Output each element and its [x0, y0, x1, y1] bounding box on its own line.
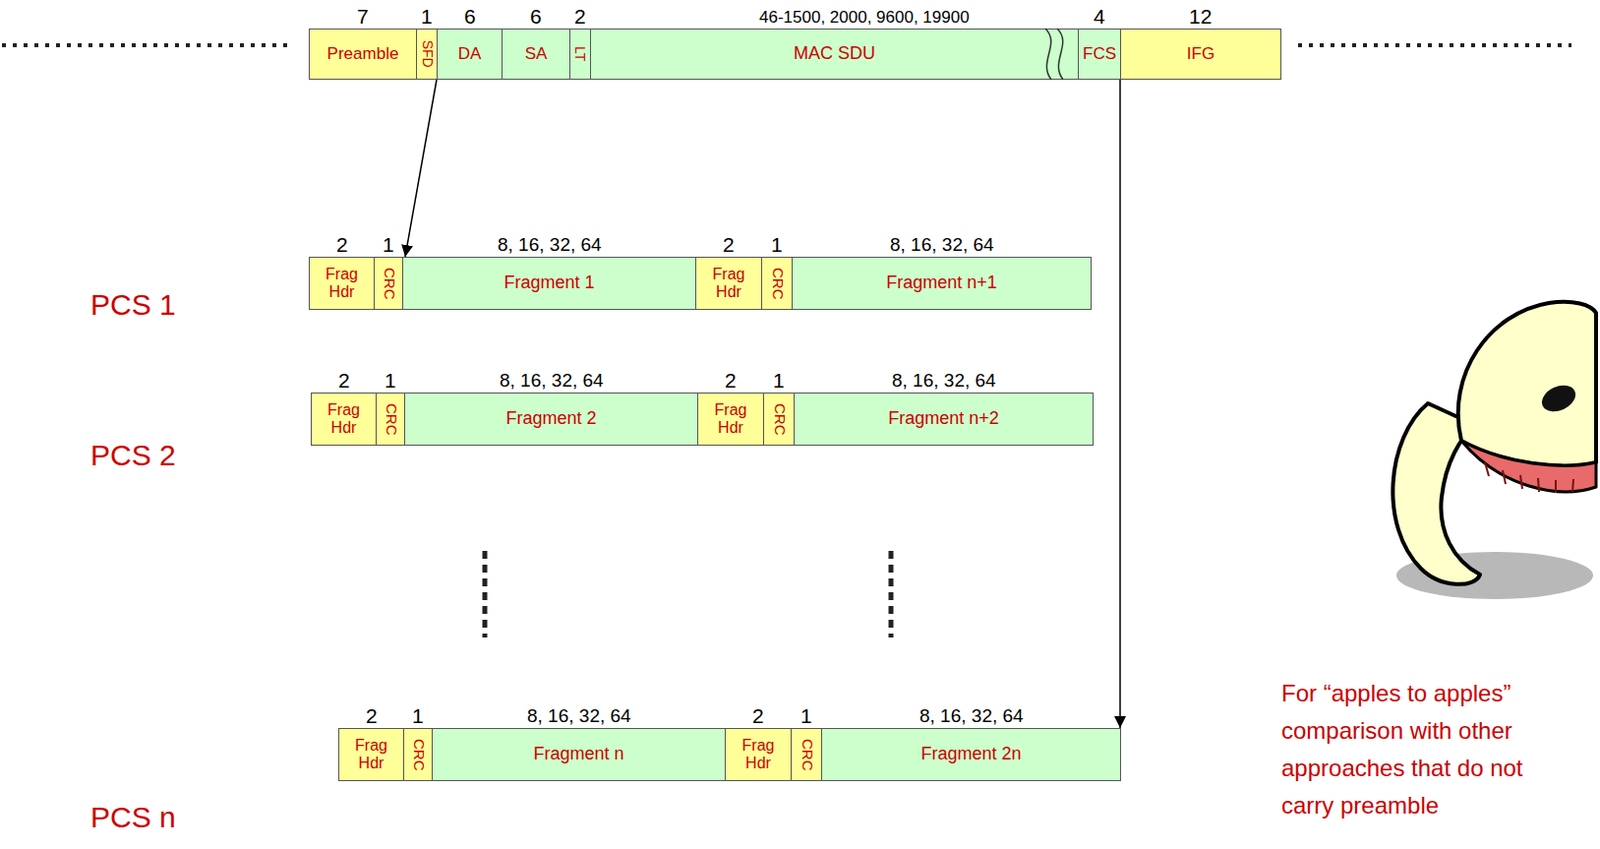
- break-line: [1045, 28, 1052, 80]
- field-text: CRC: [770, 403, 788, 436]
- field-text: Frag Hdr: [343, 736, 400, 771]
- byte-count: 8, 16, 32, 64: [889, 235, 995, 256]
- lane-label: PCS 1: [90, 288, 177, 321]
- byte-count: 2: [365, 704, 378, 727]
- field-text: Frag Hdr: [315, 401, 372, 436]
- byte-count: 1: [800, 704, 813, 727]
- byte-count: 8, 16, 32, 64: [499, 370, 604, 392]
- field-text: Fragment n+2: [888, 409, 1000, 429]
- crc-field: CRC: [373, 256, 404, 310]
- crc-field: CRC: [790, 727, 823, 781]
- field-text: Frag Hdr: [729, 736, 787, 771]
- fragment-header: Frag Hdr: [308, 256, 375, 310]
- byte-count: 8, 16, 32, 64: [497, 235, 602, 256]
- byte-count: 1: [770, 233, 783, 256]
- field-text: Fragment 2: [505, 409, 596, 429]
- continuation-dots: [1298, 43, 1572, 48]
- byte-count: 4: [1093, 4, 1106, 28]
- byte-count: 2: [338, 368, 351, 392]
- byte-count: 1: [412, 704, 424, 727]
- byte-count: 1: [382, 233, 395, 256]
- field-text: Frag Hdr: [700, 265, 758, 300]
- byte-count: 8, 16, 32, 64: [527, 706, 632, 727]
- byte-count: 8, 16, 32, 64: [891, 370, 997, 392]
- crc-field: CRC: [375, 392, 406, 446]
- field-text: CRC: [769, 267, 786, 300]
- apple-stripes: [1484, 462, 1574, 493]
- field-text: Frag Hdr: [702, 401, 760, 436]
- apple-seed: [1538, 380, 1581, 417]
- byte-count: 2: [752, 704, 765, 727]
- address-field: SA: [501, 28, 571, 80]
- apple-skin: [1461, 440, 1597, 492]
- field-text: Fragment 1: [503, 273, 594, 294]
- sfd-field: SFD: [415, 28, 438, 80]
- field-text: DA: [458, 45, 482, 64]
- field-text: Fragment n+1: [886, 273, 998, 294]
- field-text: CRC: [382, 403, 400, 436]
- field-text: SFD: [418, 40, 434, 68]
- crc-field: CRC: [763, 392, 795, 446]
- byte-count: 1: [384, 368, 397, 392]
- fragment-payload: Fragment n: [431, 727, 726, 781]
- crc-field: CRC: [761, 256, 793, 310]
- byte-count: 8, 16, 32, 64: [919, 706, 1024, 727]
- mapping-arrow: [405, 79, 437, 257]
- byte-count: 2: [336, 233, 349, 256]
- field-text: IFG: [1186, 45, 1215, 64]
- payload-field: MAC SDU: [590, 28, 1079, 80]
- lane-label: PCS 2: [90, 438, 177, 472]
- byte-count: 6: [464, 4, 476, 28]
- field-text: Preamble: [327, 45, 400, 64]
- gap-field: IFG: [1120, 28, 1282, 80]
- field-text: FCS: [1082, 45, 1117, 64]
- apple-body: [1458, 301, 1597, 467]
- crc-field: CRC: [403, 727, 433, 781]
- field-text: Fragment 2n: [920, 744, 1021, 765]
- byte-count: 12: [1188, 4, 1212, 28]
- byte-count: 2: [722, 233, 735, 256]
- fragment-header: Frag Hdr: [338, 727, 405, 781]
- field-text: Frag Hdr: [313, 265, 370, 300]
- note-text: For “apples to apples” comparison with o…: [1281, 674, 1567, 825]
- field-text: Fragment n: [533, 744, 624, 765]
- fragment-payload: Fragment n+1: [791, 256, 1092, 310]
- continuation-dots: [888, 550, 894, 638]
- continuation-dots: [1, 43, 290, 48]
- field-text: LT: [572, 46, 588, 61]
- fcs-field: FCS: [1077, 28, 1122, 80]
- byte-count: 2: [574, 4, 587, 28]
- fragment-payload: Fragment 1: [402, 256, 697, 310]
- lane-label: PCS n: [90, 800, 177, 833]
- preamble-field: Preamble: [308, 28, 417, 80]
- byte-count: 6: [530, 4, 542, 28]
- byte-count: 1: [420, 4, 433, 28]
- fragment-header: Frag Hdr: [695, 256, 763, 310]
- address-field: DA: [436, 28, 503, 80]
- byte-count: 2: [724, 368, 737, 392]
- field-text: MAC SDU: [793, 44, 876, 64]
- break-line: [1057, 28, 1064, 80]
- field-text: SA: [525, 45, 548, 64]
- byte-count: 46-1500, 2000, 9600, 19900: [759, 8, 970, 28]
- field-text: CRC: [798, 738, 816, 771]
- apple-cartoon: [1392, 301, 1597, 599]
- fragment-payload: Fragment n+2: [793, 392, 1094, 446]
- fragment-header: Frag Hdr: [697, 392, 765, 446]
- continuation-dots: [482, 550, 488, 638]
- byte-count: 7: [356, 4, 369, 28]
- fragment-header: Frag Hdr: [724, 727, 792, 781]
- field-text: CRC: [410, 738, 427, 771]
- break-symbol: [1041, 28, 1075, 80]
- mapping-arrow: [1119, 79, 1122, 728]
- fragment-payload: Fragment 2n: [821, 727, 1122, 781]
- length-type-field: LT: [569, 28, 592, 80]
- fragment-header: Frag Hdr: [310, 392, 377, 446]
- fragment-payload: Fragment 2: [404, 392, 699, 446]
- field-text: CRC: [380, 267, 398, 300]
- byte-count: 1: [772, 368, 785, 392]
